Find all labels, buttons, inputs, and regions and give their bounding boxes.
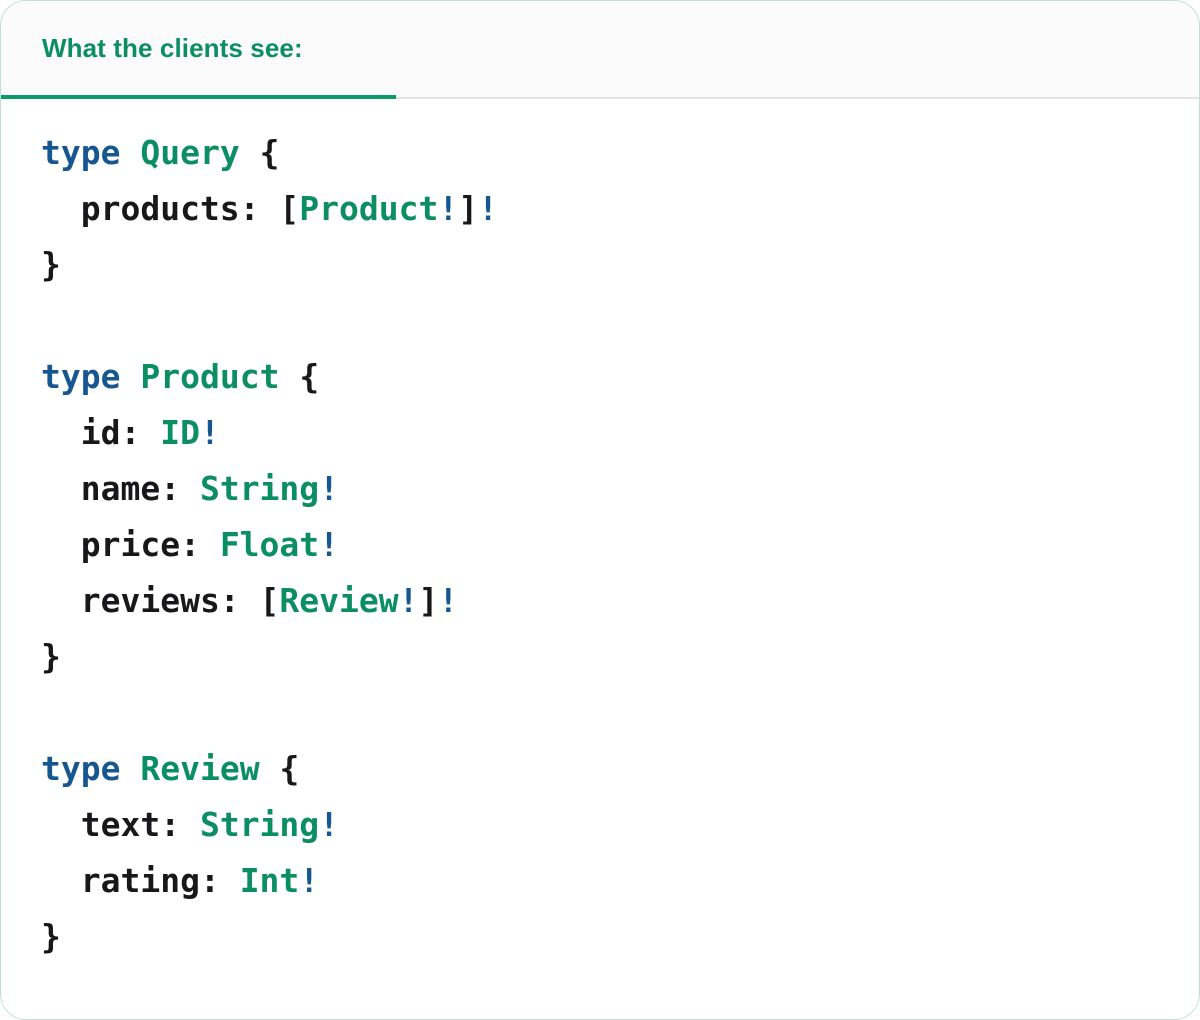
code-line: type Review { — [41, 741, 1159, 797]
code-token-punc: [ — [279, 189, 300, 228]
tab-bar: What the clients see: — [1, 1, 1199, 99]
code-token-plain — [120, 133, 140, 172]
code-token-name: name: — [41, 469, 200, 508]
code-token-kw: type — [41, 357, 121, 396]
code-token-type: Query — [140, 133, 240, 172]
code-token-name: rating: — [41, 861, 240, 900]
code-line: price: Float! — [41, 517, 1159, 573]
code-token-kw: type — [41, 749, 121, 788]
code-line: products: [Product!]! — [41, 181, 1159, 237]
code-line: reviews: [Review!]! — [41, 573, 1159, 629]
code-area: type Query { products: [Product!]! } typ… — [1, 99, 1199, 1019]
code-token-bang: ! — [438, 581, 459, 620]
code-token-bang: ! — [319, 525, 340, 564]
code-token-bang: ! — [319, 805, 340, 844]
code-line: } — [41, 237, 1159, 293]
code-token-kw: type — [41, 133, 121, 172]
code-token-type: Review — [140, 749, 260, 788]
code-token-type: ID — [160, 413, 200, 452]
code-line — [41, 293, 1159, 349]
code-token-type: Product — [299, 189, 439, 228]
code-line — [41, 685, 1159, 741]
code-token-name: text: — [41, 805, 200, 844]
code-token-type: Float — [219, 525, 320, 564]
code-token-punc: } — [41, 637, 61, 676]
code-token-name: price: — [41, 525, 220, 564]
code-line: } — [41, 909, 1159, 965]
code-token-plain — [279, 357, 299, 396]
code-token-plain — [120, 357, 140, 396]
code-line: type Query { — [41, 125, 1159, 181]
graphql-schema-code[interactable]: type Query { products: [Product!]! } typ… — [1, 125, 1199, 965]
code-line: type Product { — [41, 349, 1159, 405]
code-token-bang: ! — [478, 189, 498, 228]
code-token-punc: { — [279, 749, 300, 788]
code-token-bang: ! — [319, 469, 340, 508]
code-line: } — [41, 629, 1159, 685]
code-token-punc: } — [41, 245, 61, 284]
code-line: text: String! — [41, 797, 1159, 853]
code-token-punc: } — [41, 917, 61, 956]
code-token-punc: ] — [458, 189, 479, 228]
code-token-plain — [260, 749, 280, 788]
code-line: rating: Int! — [41, 853, 1159, 909]
code-token-bang: ! — [299, 861, 320, 900]
code-token-bang: ! — [438, 189, 459, 228]
code-token-punc: { — [259, 133, 280, 172]
code-token-punc: ] — [418, 581, 439, 620]
code-line: id: ID! — [41, 405, 1159, 461]
tab-what-the-clients-see[interactable]: What the clients see: — [1, 1, 396, 99]
tab-label: What the clients see: — [42, 32, 303, 63]
code-token-punc: { — [299, 357, 320, 396]
code-token-punc: [ — [259, 581, 280, 620]
code-token-plain — [240, 133, 260, 172]
code-token-type: Review — [279, 581, 399, 620]
code-token-name: id: — [41, 413, 161, 452]
code-token-name: products: — [41, 189, 280, 228]
code-token-bang: ! — [398, 581, 419, 620]
code-token-type: Int — [239, 861, 300, 900]
code-line: name: String! — [41, 461, 1159, 517]
code-token-type: Product — [140, 357, 280, 396]
code-token-plain — [120, 749, 140, 788]
code-token-type: String — [199, 469, 320, 508]
code-token-bang: ! — [199, 413, 220, 452]
code-token-type: String — [199, 805, 320, 844]
code-token-name: reviews: — [41, 581, 260, 620]
